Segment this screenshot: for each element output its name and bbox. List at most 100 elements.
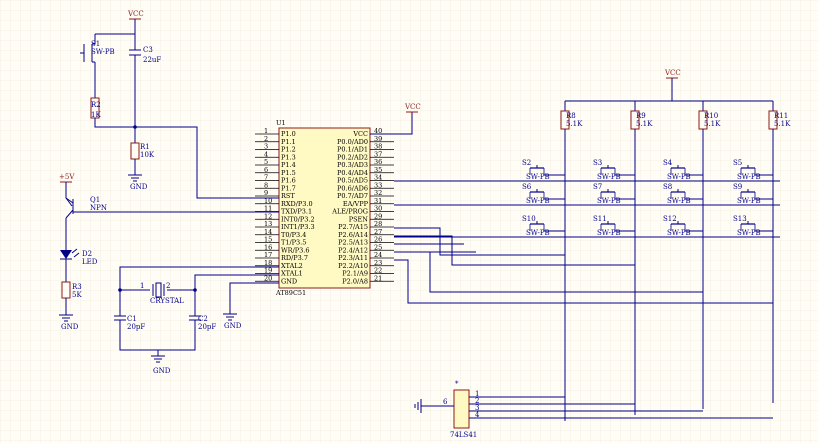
decoder-pin-number: 3 [475,404,479,412]
keypad-switch-value: SW-PB [597,173,621,181]
mcu-right-pin-number: 32 [374,189,382,197]
mcu-right-pin-number: 21 [374,274,382,282]
mcu-left-pin-name: P1.5 [281,169,296,177]
mcu-left-pin-name: RD/P3.7 [281,254,308,262]
pullup-value: 5.1K [566,120,583,128]
mcu-left-pin-number: 15 [264,236,272,244]
mcu-left-pin-number: 10 [264,197,272,205]
led-driver: +5V Q1 NPN D2 LED R3 5K GND [59,173,279,331]
mcu-right-pin-number: 22 [374,267,382,275]
mcu-right-pin-number: 28 [374,220,382,228]
d2-value: LED [82,258,98,266]
keypad-switch-value: SW-PB [526,229,550,237]
crystal-pin1: 1 [140,282,144,290]
keypad-switch-designator: S3 [593,159,602,167]
keypad-switch-value: SW-PB [737,173,761,181]
mcu-left-pin-number: 18 [264,259,272,267]
c3-value: 22uF [143,56,161,64]
mcu-right-pin-name: ALE/PROG [331,208,368,216]
mcu-left-pin-number: 16 [264,243,272,251]
mcu-left-pin-name: T1/P3.5 [281,239,306,247]
mcu-left-pin-number: 2 [264,135,268,143]
mcu-right-pin-number: 39 [374,135,382,143]
decoder-marker: * [455,380,459,388]
mcu-left-pin-name: P1.2 [281,146,296,154]
mcu-right-pin-name: P0.5/AD5 [337,177,368,185]
q1-value: NPN [90,204,107,212]
reset-circuit: VCC S1 SW-PB R2 1K C3 22uF R1 10K [80,10,279,199]
keypad-switch-designator: S2 [522,159,531,167]
mcu-right-pin-name: P2.5/A13 [338,239,368,247]
mcu-left-pin-number: 13 [264,220,272,228]
mcu-right-pin-number: 40 [374,127,382,135]
mcu-left-pin-name: RXD/P3.0 [281,200,313,208]
r3-value: 5K [72,291,82,299]
transistor-q1[interactable] [65,197,279,219]
mcu-left-pin-number: 19 [264,267,272,275]
crystal[interactable] [152,282,165,298]
d2-designator: D2 [82,250,92,258]
gnd-symbol-decoder [414,399,422,413]
mcu-left-pin-number: 17 [264,251,272,259]
decoder-part: 74LS41 [450,431,477,439]
mcu-right-pin-number: 31 [374,197,382,205]
mcu-left-pin-number: 12 [264,212,272,220]
gnd-label-mcu: GND [224,322,242,330]
pullup-designator: R11 [774,112,788,120]
mcu-right-pin-number: 36 [374,158,382,166]
mcu-left-pin-number: 4 [264,150,268,158]
mcu-right-pin-name: P2.0/A8 [342,277,368,285]
mcu-right-pin-name: EA/VPP [343,200,369,208]
decoder-pin-number: 1 [475,390,479,398]
p2-wire [394,227,565,256]
vcc-label-pullup: VCC [664,69,681,77]
keypad-switch-designator: S12 [663,215,677,223]
mcu-right-pin-name: P2.3/A11 [338,254,368,262]
mcu-left-pin-name: P1.7 [281,184,296,192]
s1-value: SW-PB [91,48,115,56]
mcu-right-pin-name: P2.7/A15 [338,223,368,231]
mcu-right-pin-number: 33 [374,181,382,189]
gnd-label-osc: GND [153,367,171,375]
gnd-label-r1: GND [130,183,148,191]
gnd-symbol-r1 [128,174,142,182]
mcu-left-pin-name: P1.3 [281,153,296,161]
mcu-right-pin-number: 38 [374,143,382,151]
mcu-right-pin-name: P0.7/AD7 [337,192,368,200]
mcu-right-pin-name: P2.4/A12 [338,246,368,254]
p2-wire [394,235,635,266]
pullup-value: 5.1K [704,120,721,128]
mcu-left-pin-name: RST [281,192,295,200]
keypad-switch-value: SW-PB [667,173,691,181]
mcu-right-pin-number: 24 [374,251,382,259]
mcu-left-pin-number: 11 [264,205,272,213]
pullup-designator: R8 [566,112,576,120]
decoder-chip[interactable] [453,389,470,429]
keypad-switch-value: SW-PB [526,197,550,205]
mcu-left-pin-number: 7 [264,174,268,182]
crystal-label: CRYSTAL [150,297,184,305]
mcu-left-pin-name: P1.6 [281,177,296,185]
r3-designator: R3 [72,283,82,291]
mcu-right-pin-name: P2.6/A14 [338,231,368,239]
p2-wire [394,259,773,304]
c2-value: 20pF [198,323,216,331]
vcc-label-mcu: VCC [404,103,421,111]
mcu-left-pin-name: WR/P3.6 [281,246,309,254]
oscillator: 1 2 CRYSTAL C1 20pF C2 20pF GND GND [114,266,279,375]
